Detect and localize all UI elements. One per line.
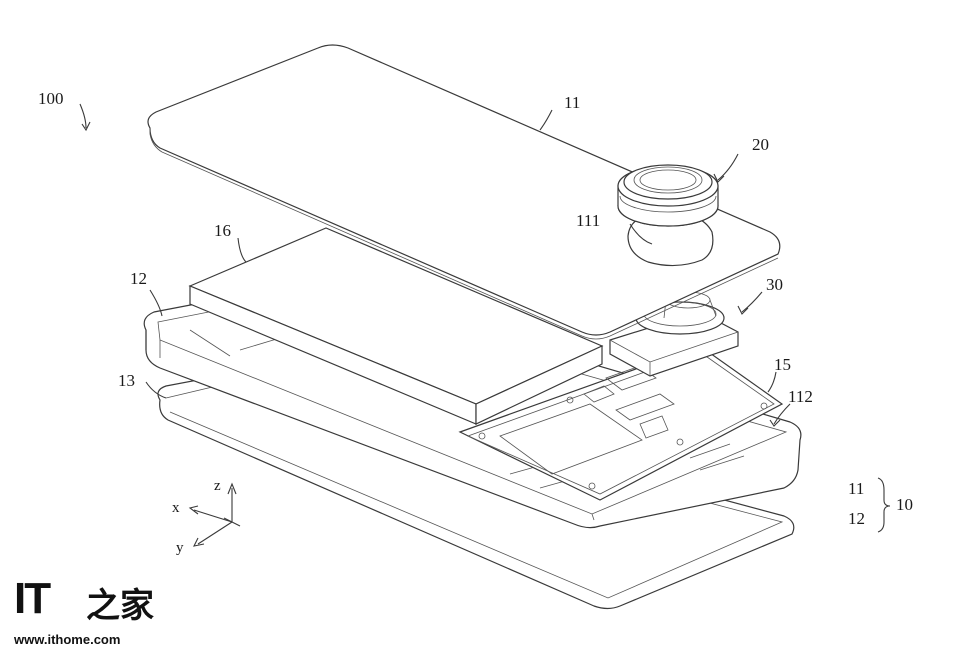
label-cover: 11 — [564, 93, 580, 112]
label-group-a: 11 — [848, 479, 864, 498]
label-frame: 12 — [130, 269, 147, 288]
watermark-brand: IT — [14, 574, 51, 623]
label-motor: 30 — [766, 275, 783, 294]
label-back: 13 — [118, 371, 135, 390]
reference-numerals: 100 11 20 111 16 12 30 13 15 112 11 12 1… — [38, 89, 913, 528]
ithome-watermark: IT 之家 www.ithome.com — [14, 574, 154, 652]
label-group-total: 10 — [896, 495, 913, 514]
watermark-brand-cn: 之家 — [86, 586, 154, 626]
label-battery: 16 — [214, 221, 231, 240]
label-board-hole: 112 — [788, 387, 813, 406]
circuit-board — [458, 345, 784, 501]
battery — [188, 227, 604, 425]
label-board: 15 — [774, 355, 791, 374]
axis-y-label: y — [176, 540, 184, 556]
label-camera: 20 — [752, 135, 769, 154]
label-group-b: 12 — [848, 509, 865, 528]
camera-module — [617, 164, 719, 227]
leader-lines — [79, 103, 891, 533]
coordinate-axes: z x y — [172, 478, 241, 556]
cover-glass — [147, 44, 781, 340]
axis-x-label: x — [172, 500, 180, 516]
watermark-url: www.ithome.com — [14, 632, 121, 647]
label-hole: 111 — [576, 211, 600, 230]
axis-z-label: z — [214, 478, 221, 494]
label-device: 100 — [38, 89, 64, 108]
